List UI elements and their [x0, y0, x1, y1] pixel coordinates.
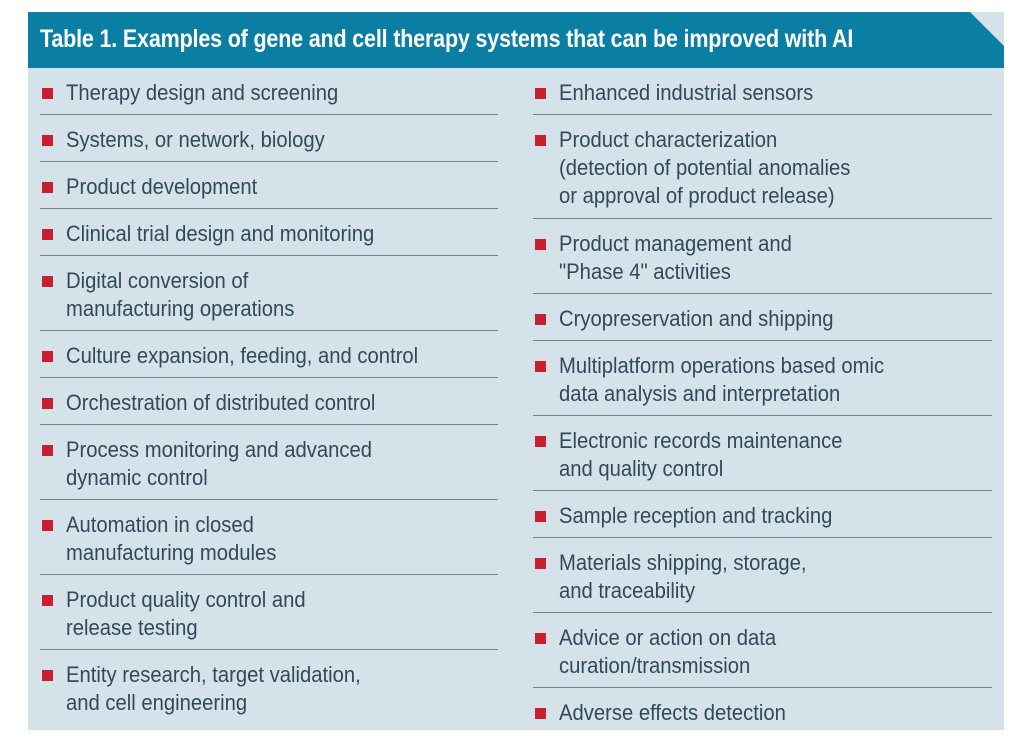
list-item-text: Advice or action on data: [559, 625, 777, 650]
list-item-text: or approval of product release): [559, 183, 835, 208]
bullet-square-icon: [42, 182, 53, 193]
list-item-text: Electronic records maintenance: [559, 428, 843, 453]
list-item: Sample reception and tracking: [533, 491, 992, 538]
list-item-text: and quality control: [559, 456, 724, 481]
list-item-text: Adverse effects detection: [559, 700, 786, 725]
list-item: Culture expansion, feeding, and control: [40, 331, 498, 378]
list-item-text: Therapy design and screening: [66, 80, 339, 105]
list-item-text: and traceability: [559, 578, 696, 603]
list-item: Electronic records maintenance and qualit…: [533, 416, 992, 491]
bullet-square-icon: [42, 398, 53, 409]
bullet-square-icon: [535, 436, 546, 447]
list-item: Automation in closed manufacturing module…: [40, 500, 498, 575]
list-item: Multiplatform operations based omic data …: [533, 341, 992, 416]
list-item: Enhanced industrial sensors: [533, 68, 992, 115]
list-item-text: manufacturing operations: [66, 296, 295, 321]
list-item: Entity research, target validation, and c…: [40, 650, 498, 724]
list-item: Product quality control and release testi…: [40, 575, 498, 650]
bullet-square-icon: [535, 361, 546, 372]
list-item-text: Sample reception and tracking: [559, 503, 833, 528]
bullet-square-icon: [42, 670, 53, 681]
list-item-text: curation/transmission: [559, 653, 751, 678]
bullet-square-icon: [42, 135, 53, 146]
bullet-square-icon: [535, 633, 546, 644]
bullet-square-icon: [42, 276, 53, 287]
list-item: Advice or action on data curation/transmi…: [533, 613, 992, 688]
list-item-text: Orchestration of distributed control: [66, 390, 376, 415]
list-item-text: Enhanced industrial sensors: [559, 80, 814, 105]
bullet-square-icon: [535, 708, 546, 719]
bullet-square-icon: [535, 135, 546, 146]
bullet-square-icon: [42, 88, 53, 99]
table-panel: Table 1. Examples of gene and cell thera…: [28, 12, 1004, 730]
bullet-square-icon: [42, 520, 53, 531]
list-item-text: Entity research, target validation,: [66, 662, 361, 687]
list-item-text: release testing: [66, 615, 198, 640]
table-title: Table 1. Examples of gene and cell thera…: [40, 25, 854, 53]
list-item-text: Materials shipping, storage,: [559, 550, 807, 575]
list-item-text: Automation in closed: [66, 512, 254, 537]
list-item-text: Systems, or network, biology: [66, 127, 325, 152]
list-item-text: Digital conversion of: [66, 268, 249, 293]
list-item: Systems, or network, biology: [40, 115, 498, 162]
list-item-text: Product management and: [559, 231, 792, 256]
bullet-square-icon: [535, 88, 546, 99]
list-item: Product management and "Phase 4" activiti…: [533, 219, 992, 294]
bullet-square-icon: [42, 229, 53, 240]
list-item: Product characterization (detection of po…: [533, 115, 992, 219]
list-item: Orchestration of distributed control: [40, 378, 498, 425]
list-item-text: Process monitoring and advanced: [66, 437, 373, 462]
list-item: Adverse effects detection: [533, 688, 992, 734]
bullet-square-icon: [42, 445, 53, 456]
list-item-text: manufacturing modules: [66, 540, 277, 565]
list-item-text: dynamic control: [66, 465, 208, 490]
list-item-text: Product development: [66, 174, 258, 199]
bullet-square-icon: [535, 239, 546, 250]
list-item-text: Culture expansion, feeding, and control: [66, 343, 419, 368]
list-item-text: (detection of potential anomalies: [559, 155, 851, 180]
list-item-text: Multiplatform operations based omic: [559, 353, 885, 378]
list-item-text: Product quality control and: [66, 587, 306, 612]
bullet-square-icon: [535, 314, 546, 325]
list-item: Therapy design and screening: [40, 68, 498, 115]
bullet-square-icon: [535, 558, 546, 569]
list-item: Cryopreservation and shipping: [533, 294, 992, 341]
list-item-text: data analysis and interpretation: [559, 381, 841, 406]
bullet-square-icon: [42, 595, 53, 606]
list-item: Digital conversion of manufacturing opera…: [40, 256, 498, 331]
list-item-text: Product characterization: [559, 127, 778, 152]
list-item: Materials shipping, storage, and traceabi…: [533, 538, 992, 613]
bullet-square-icon: [535, 511, 546, 522]
list-item-text: Cryopreservation and shipping: [559, 306, 834, 331]
table-header: Table 1. Examples of gene and cell thera…: [28, 12, 1004, 68]
bullet-square-icon: [42, 351, 53, 362]
list-item: Product development: [40, 162, 498, 209]
list-item-text: "Phase 4" activities: [559, 259, 731, 284]
list-item-text: and cell engineering: [66, 690, 248, 715]
list-item: Clinical trial design and monitoring: [40, 209, 498, 256]
list-item-text: Clinical trial design and monitoring: [66, 221, 375, 246]
list-item: Process monitoring and advanced dynamic c…: [40, 425, 498, 500]
